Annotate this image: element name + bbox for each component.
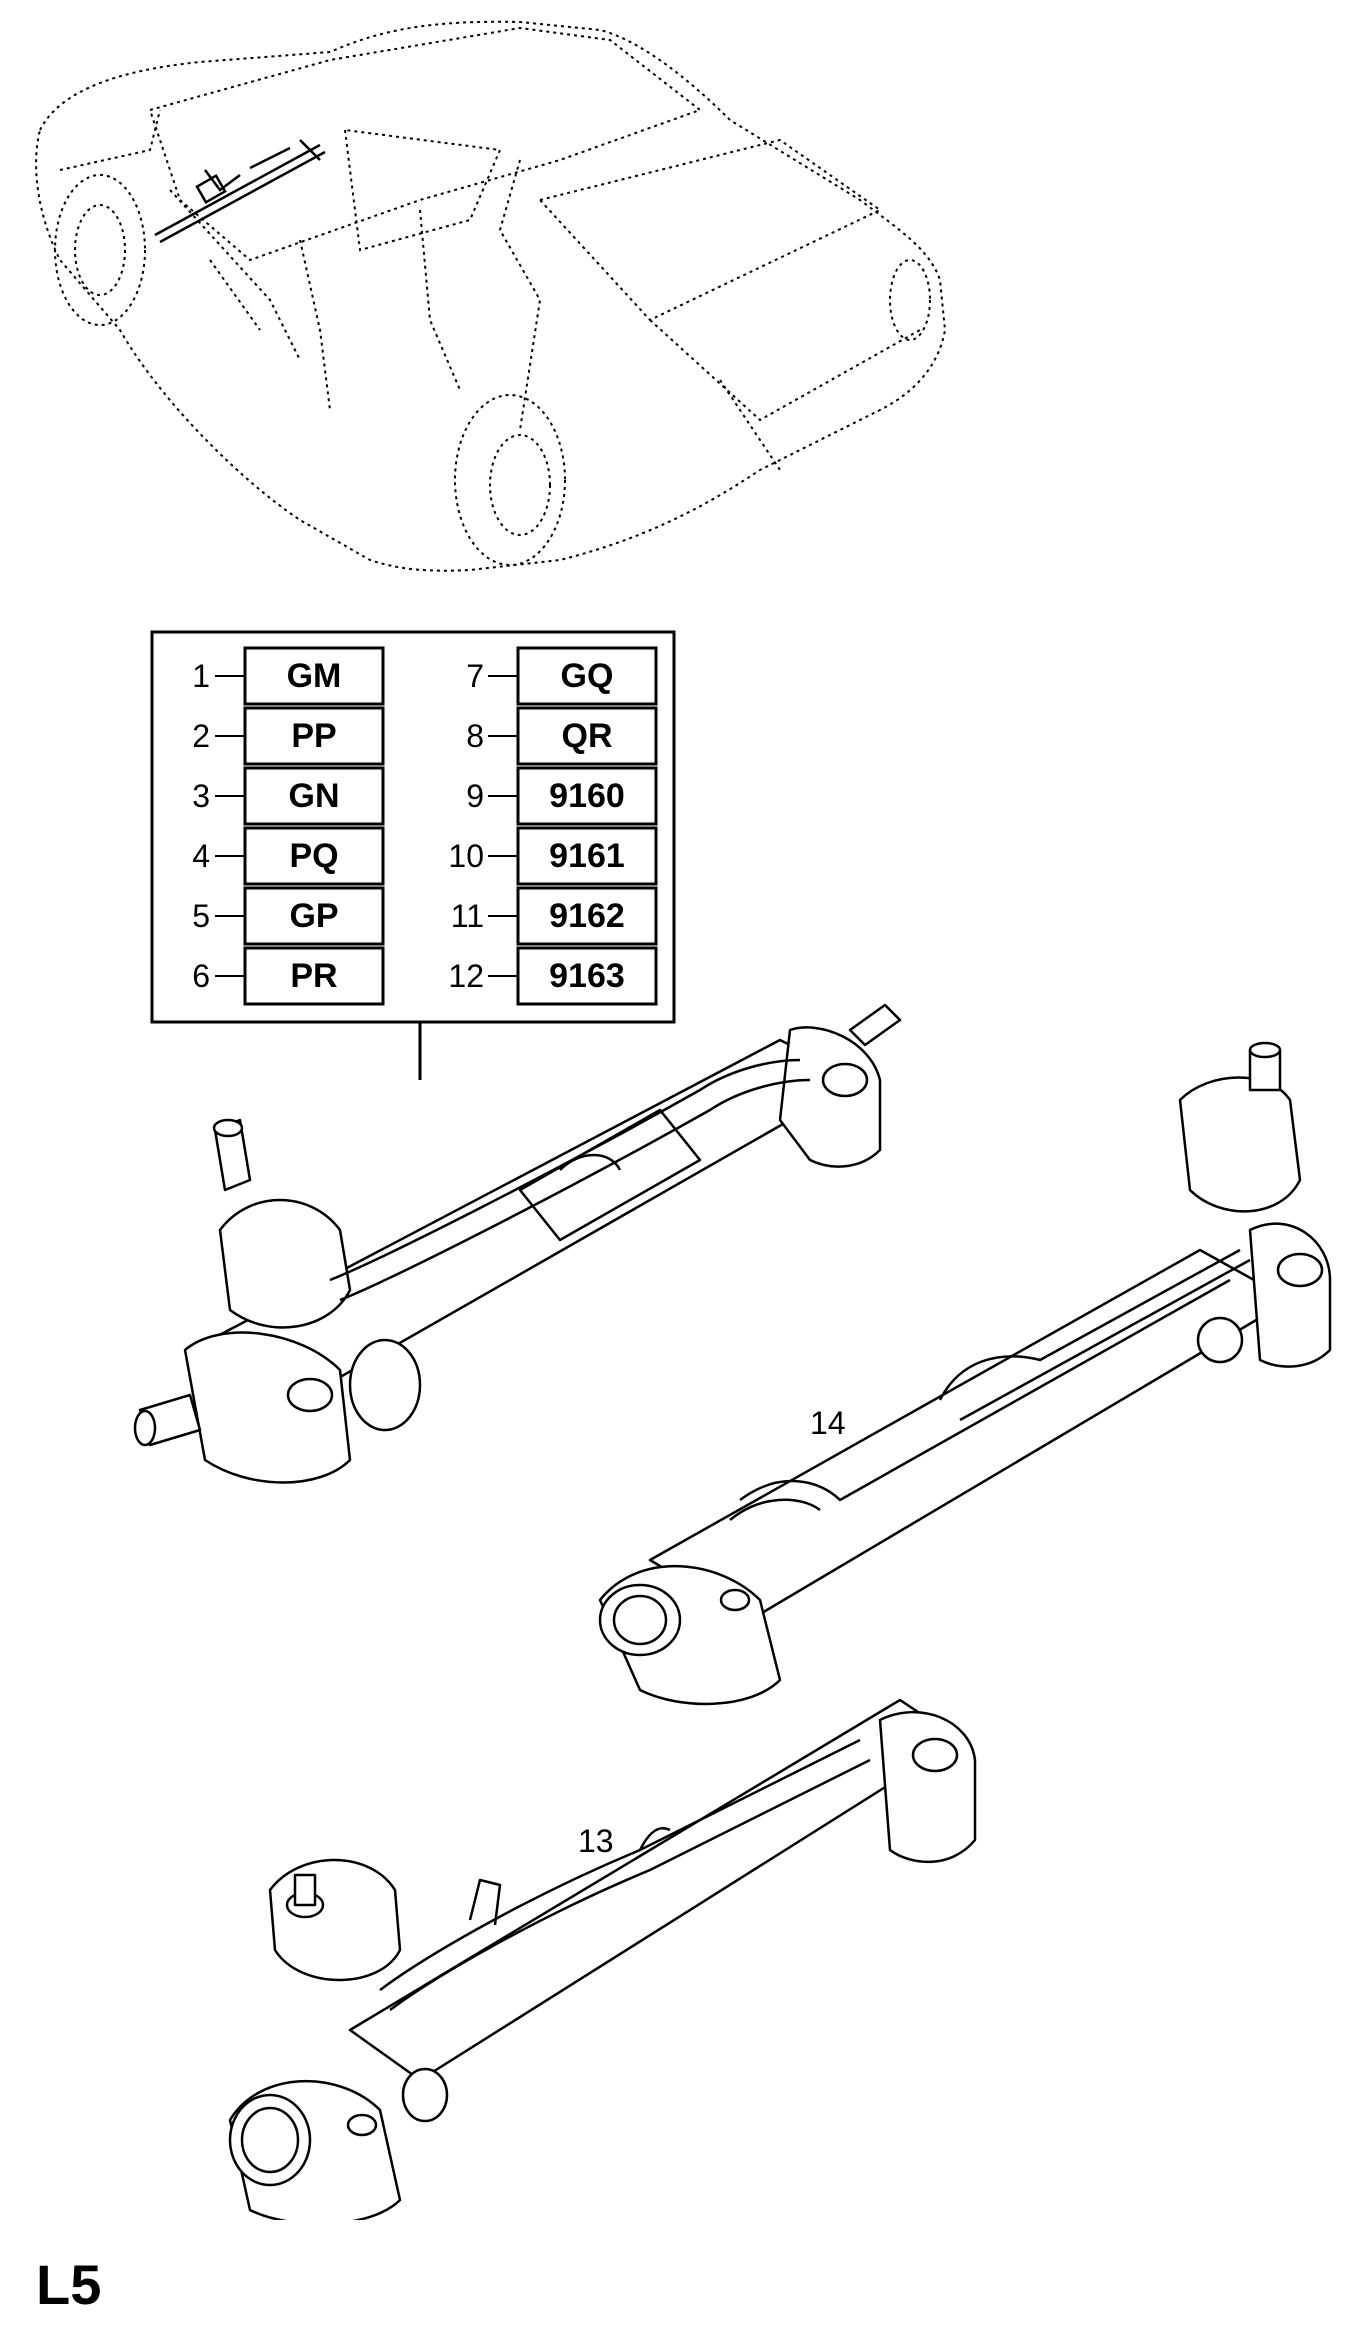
legend-item-6-number: 6 bbox=[192, 958, 210, 994]
legend-item-1-code: GM bbox=[286, 657, 342, 695]
legend-item-12-number: 12 bbox=[448, 958, 484, 994]
legend-item-9-number: 9 bbox=[466, 778, 484, 814]
legend-item-1-number: 1 bbox=[192, 658, 210, 694]
legend-item-12-code: 9163 bbox=[549, 957, 625, 995]
legend-item-5-number: 5 bbox=[192, 898, 210, 934]
steering-rack-main-illustration bbox=[133, 1003, 902, 1484]
legend-item-6-code: PR bbox=[290, 957, 338, 995]
legend-item-7-code: GQ bbox=[560, 657, 614, 695]
legend-pointer-arrow bbox=[418, 1022, 422, 1080]
legend-item-10-number: 10 bbox=[448, 838, 484, 874]
vehicle-location-illustration bbox=[35, 20, 947, 572]
steering-rack-14-illustration bbox=[598, 1041, 1332, 1706]
legend-item-11-code: 9162 bbox=[549, 897, 625, 935]
legend-item-4-code: PQ bbox=[289, 837, 339, 875]
legend-item-9-code: 9160 bbox=[549, 777, 625, 815]
legend-item-10-code: 9161 bbox=[549, 837, 625, 875]
legend-item-5-code: GP bbox=[289, 897, 339, 935]
steering-rack-13-illustration bbox=[228, 1698, 977, 2220]
callout-14: 14 bbox=[810, 1405, 846, 1441]
legend-item-4-number: 4 bbox=[192, 838, 210, 874]
page-code: L5 bbox=[36, 2253, 102, 2316]
legend-item-11-number: 11 bbox=[450, 898, 484, 934]
callout-13: 13 bbox=[578, 1823, 614, 1859]
legend-item-7-number: 7 bbox=[466, 658, 484, 694]
legend-item-2-number: 2 bbox=[192, 718, 210, 754]
legend-item-8-code: QR bbox=[561, 717, 613, 755]
legend-item-2-code: PP bbox=[291, 717, 337, 755]
legend-item-8-number: 8 bbox=[466, 718, 484, 754]
legend-frame bbox=[150, 630, 676, 1080]
legend-item-3-code: GN bbox=[288, 777, 340, 815]
legend-item-3-number: 3 bbox=[192, 778, 210, 814]
